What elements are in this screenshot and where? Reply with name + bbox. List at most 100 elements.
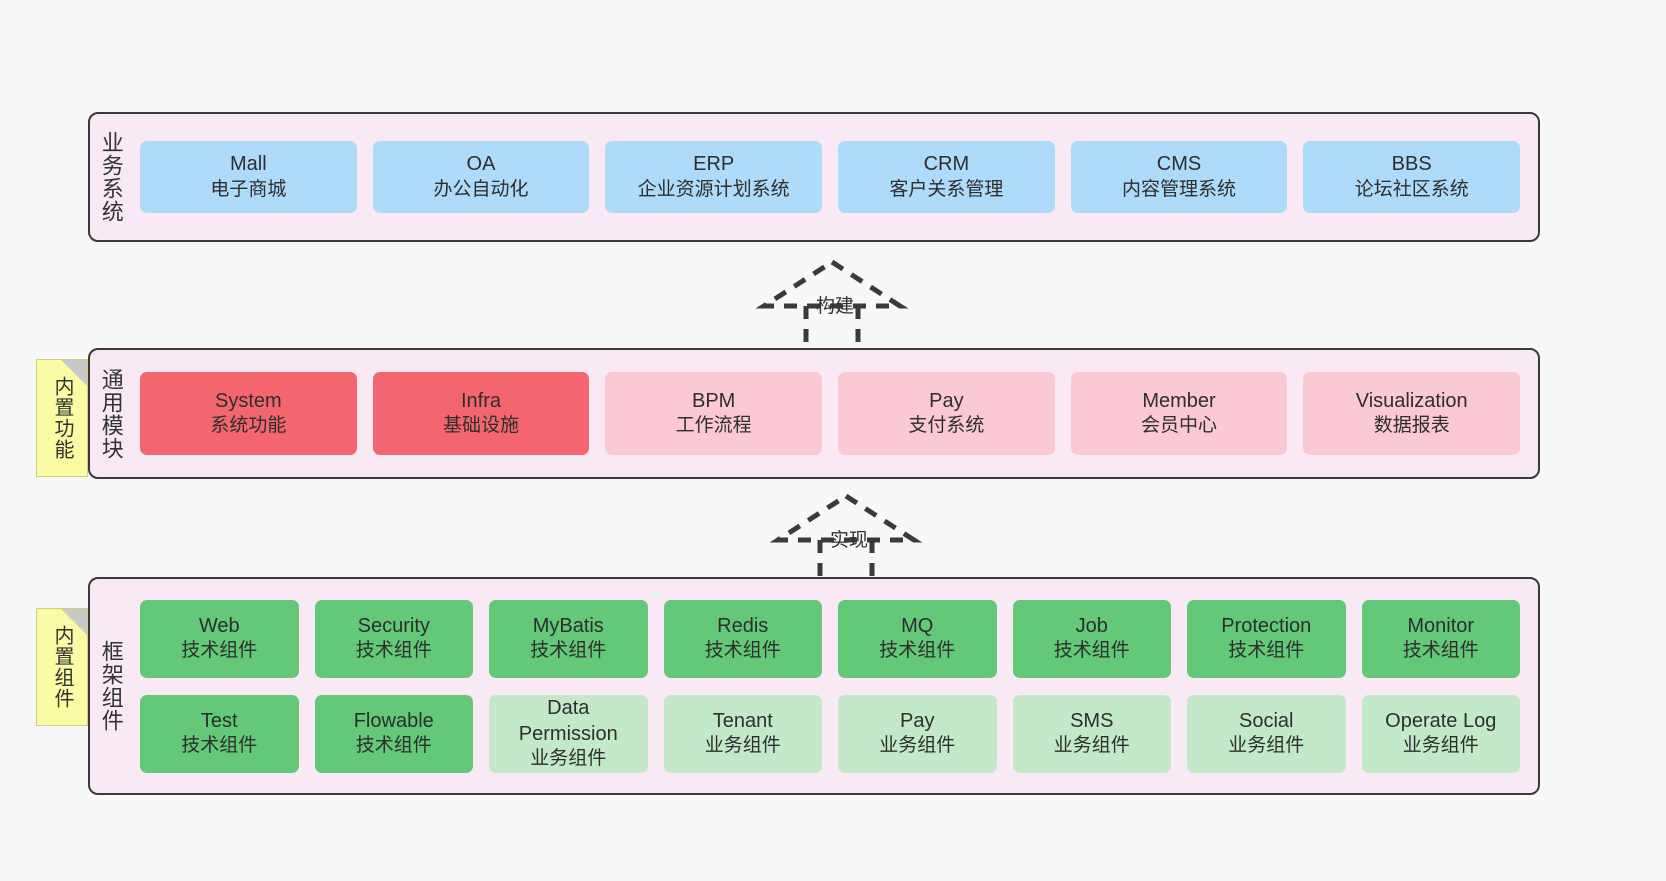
node-title-cn: 客户关系管理 xyxy=(889,178,1004,200)
node-title-en: Redis xyxy=(717,614,769,637)
note-fold-corner-icon xyxy=(61,609,87,635)
node-title-cn: 技术组件 xyxy=(1228,640,1305,662)
node-title-en: Flowable xyxy=(353,709,434,732)
build-arrow-head xyxy=(755,259,909,309)
node-flowable[interactable]: Flowable 技术组件 xyxy=(314,694,473,773)
node-title-cn: 技术组件 xyxy=(181,640,258,662)
layer-body-framework-component: Web 技术组件 Security 技术组件 MyBatis 技术组件 Redi… xyxy=(132,579,1538,793)
node-title-cn: 企业资源计划系统 xyxy=(637,178,790,200)
node-title-en: MyBatis xyxy=(532,614,604,637)
node-test[interactable]: Test 技术组件 xyxy=(140,694,299,773)
node-infra[interactable]: Infra 基础设施 xyxy=(372,372,590,455)
implement-arrow-head xyxy=(769,493,923,543)
node-redis[interactable]: Redis 技术组件 xyxy=(663,599,822,678)
node-cms[interactable]: CMS 内容管理系统 xyxy=(1070,141,1288,213)
node-erp[interactable]: ERP 企业资源计划系统 xyxy=(605,141,823,213)
connector-implement-label: 实现 xyxy=(830,530,869,551)
node-title-cn: 业务组件 xyxy=(1228,735,1305,757)
node-pay-module[interactable]: Pay 支付系统 xyxy=(838,372,1055,455)
node-title-cn: 技术组件 xyxy=(1053,640,1130,662)
node-monitor[interactable]: Monitor 技术组件 xyxy=(1361,599,1520,678)
node-job[interactable]: Job 技术组件 xyxy=(1012,599,1171,678)
node-title-en: Infra xyxy=(460,389,502,412)
node-title-cn: 论坛社区系统 xyxy=(1354,178,1469,200)
layer-common-module: 通用模块 System 系统功能 Infra 基础设施 BPM 工作流程 Pay… xyxy=(88,348,1540,479)
node-title-cn: 办公自动化 xyxy=(433,178,529,200)
node-title-cn: 技术组件 xyxy=(530,640,607,662)
node-title-en: MQ xyxy=(901,614,934,637)
node-title-en: CMS xyxy=(1156,153,1202,176)
node-protection[interactable]: Protection 技术组件 xyxy=(1187,599,1346,678)
node-title-en: BPM xyxy=(692,389,736,412)
note-fold-corner-icon xyxy=(61,360,87,386)
node-title-en: Pay xyxy=(900,709,935,732)
node-title-cn: 会员中心 xyxy=(1141,415,1218,437)
node-title-en: Pay xyxy=(929,389,964,412)
node-data-permission[interactable]: Data Permission 业务组件 xyxy=(489,694,648,773)
node-mybatis[interactable]: MyBatis 技术组件 xyxy=(489,599,648,678)
node-title-en: Web xyxy=(198,614,240,637)
node-mq[interactable]: MQ 技术组件 xyxy=(838,599,997,678)
node-title-en: Security xyxy=(357,614,430,637)
layer-body-common-module: System 系统功能 Infra 基础设施 BPM 工作流程 Pay 支付系统… xyxy=(132,350,1538,477)
layer-business-system: 业务系统 Mall 电子商城 OA 办公自动化 ERP 企业资源计划系统 CRM… xyxy=(88,112,1540,242)
connector-build: 构建 xyxy=(755,258,909,348)
node-title-cn: 技术组件 xyxy=(1402,640,1479,662)
node-title-en: BBS xyxy=(1391,153,1432,176)
node-title-en: Monitor xyxy=(1407,614,1475,637)
node-title-en: Test xyxy=(200,709,238,732)
node-title-cn: 技术组件 xyxy=(879,640,956,662)
node-title-en: Job xyxy=(1075,614,1108,637)
note-builtin-component: 内置组件 xyxy=(36,608,88,726)
connector-build-label: 构建 xyxy=(816,296,855,317)
node-visualization[interactable]: Visualization 数据报表 xyxy=(1303,372,1521,455)
node-title-en: SMS xyxy=(1070,709,1114,732)
node-title-cn: 系统功能 xyxy=(210,415,287,437)
node-title-cn: 技术组件 xyxy=(181,735,258,757)
node-title-cn: 业务组件 xyxy=(704,735,781,757)
node-member[interactable]: Member 会员中心 xyxy=(1070,372,1288,455)
node-web[interactable]: Web 技术组件 xyxy=(140,599,299,678)
node-title-en: Tenant xyxy=(712,709,773,732)
layer-title-framework-component: 框架组件 xyxy=(98,640,124,732)
node-title-cn: 电子商城 xyxy=(210,178,287,200)
node-crm[interactable]: CRM 客户关系管理 xyxy=(838,141,1055,213)
node-system[interactable]: System 系统功能 xyxy=(140,372,357,455)
node-title-en: System xyxy=(214,389,282,412)
node-title-en: Operate Log xyxy=(1385,709,1497,732)
node-title-cn: 业务组件 xyxy=(1402,735,1479,757)
node-social[interactable]: Social 业务组件 xyxy=(1187,694,1346,773)
node-tenant[interactable]: Tenant 业务组件 xyxy=(663,694,822,773)
node-row: Web 技术组件 Security 技术组件 MyBatis 技术组件 Redi… xyxy=(140,599,1520,678)
node-title-cn: 支付系统 xyxy=(908,415,985,437)
node-title-en: Protection xyxy=(1221,614,1312,637)
node-title-en: Data Permission xyxy=(518,697,618,745)
node-sms[interactable]: SMS 业务组件 xyxy=(1012,694,1171,773)
note-builtin-function: 内置功能 xyxy=(36,359,88,477)
node-bpm[interactable]: BPM 工作流程 xyxy=(605,372,823,455)
node-row: Test 技术组件 Flowable 技术组件 Data Permission … xyxy=(140,694,1520,773)
node-bbs[interactable]: BBS 论坛社区系统 xyxy=(1303,141,1521,213)
node-title-cn: 基础设施 xyxy=(443,415,520,437)
node-row: System 系统功能 Infra 基础设施 BPM 工作流程 Pay 支付系统… xyxy=(140,372,1521,455)
node-title-en: Mall xyxy=(230,153,267,176)
node-title-en: ERP xyxy=(693,153,735,176)
node-oa[interactable]: OA 办公自动化 xyxy=(372,141,590,213)
node-security[interactable]: Security 技术组件 xyxy=(314,599,473,678)
node-title-en: Social xyxy=(1239,709,1294,732)
node-title-en: OA xyxy=(466,153,496,176)
node-title-cn: 技术组件 xyxy=(355,640,432,662)
node-pay-component[interactable]: Pay 业务组件 xyxy=(838,694,997,773)
node-title-cn: 数据报表 xyxy=(1373,415,1450,437)
node-title-cn: 业务组件 xyxy=(530,747,607,769)
node-operate-log[interactable]: Operate Log 业务组件 xyxy=(1361,694,1520,773)
node-title-en: CRM xyxy=(923,153,970,176)
node-title-en: Member xyxy=(1142,389,1216,412)
node-mall[interactable]: Mall 电子商城 xyxy=(140,141,357,213)
note-builtin-function-label: 内置功能 xyxy=(51,376,73,460)
layer-title-common-module: 通用模块 xyxy=(98,367,124,460)
node-title-cn: 业务组件 xyxy=(879,735,956,757)
connector-implement: 实现 xyxy=(769,492,923,582)
node-title-en: Visualization xyxy=(1355,389,1468,412)
